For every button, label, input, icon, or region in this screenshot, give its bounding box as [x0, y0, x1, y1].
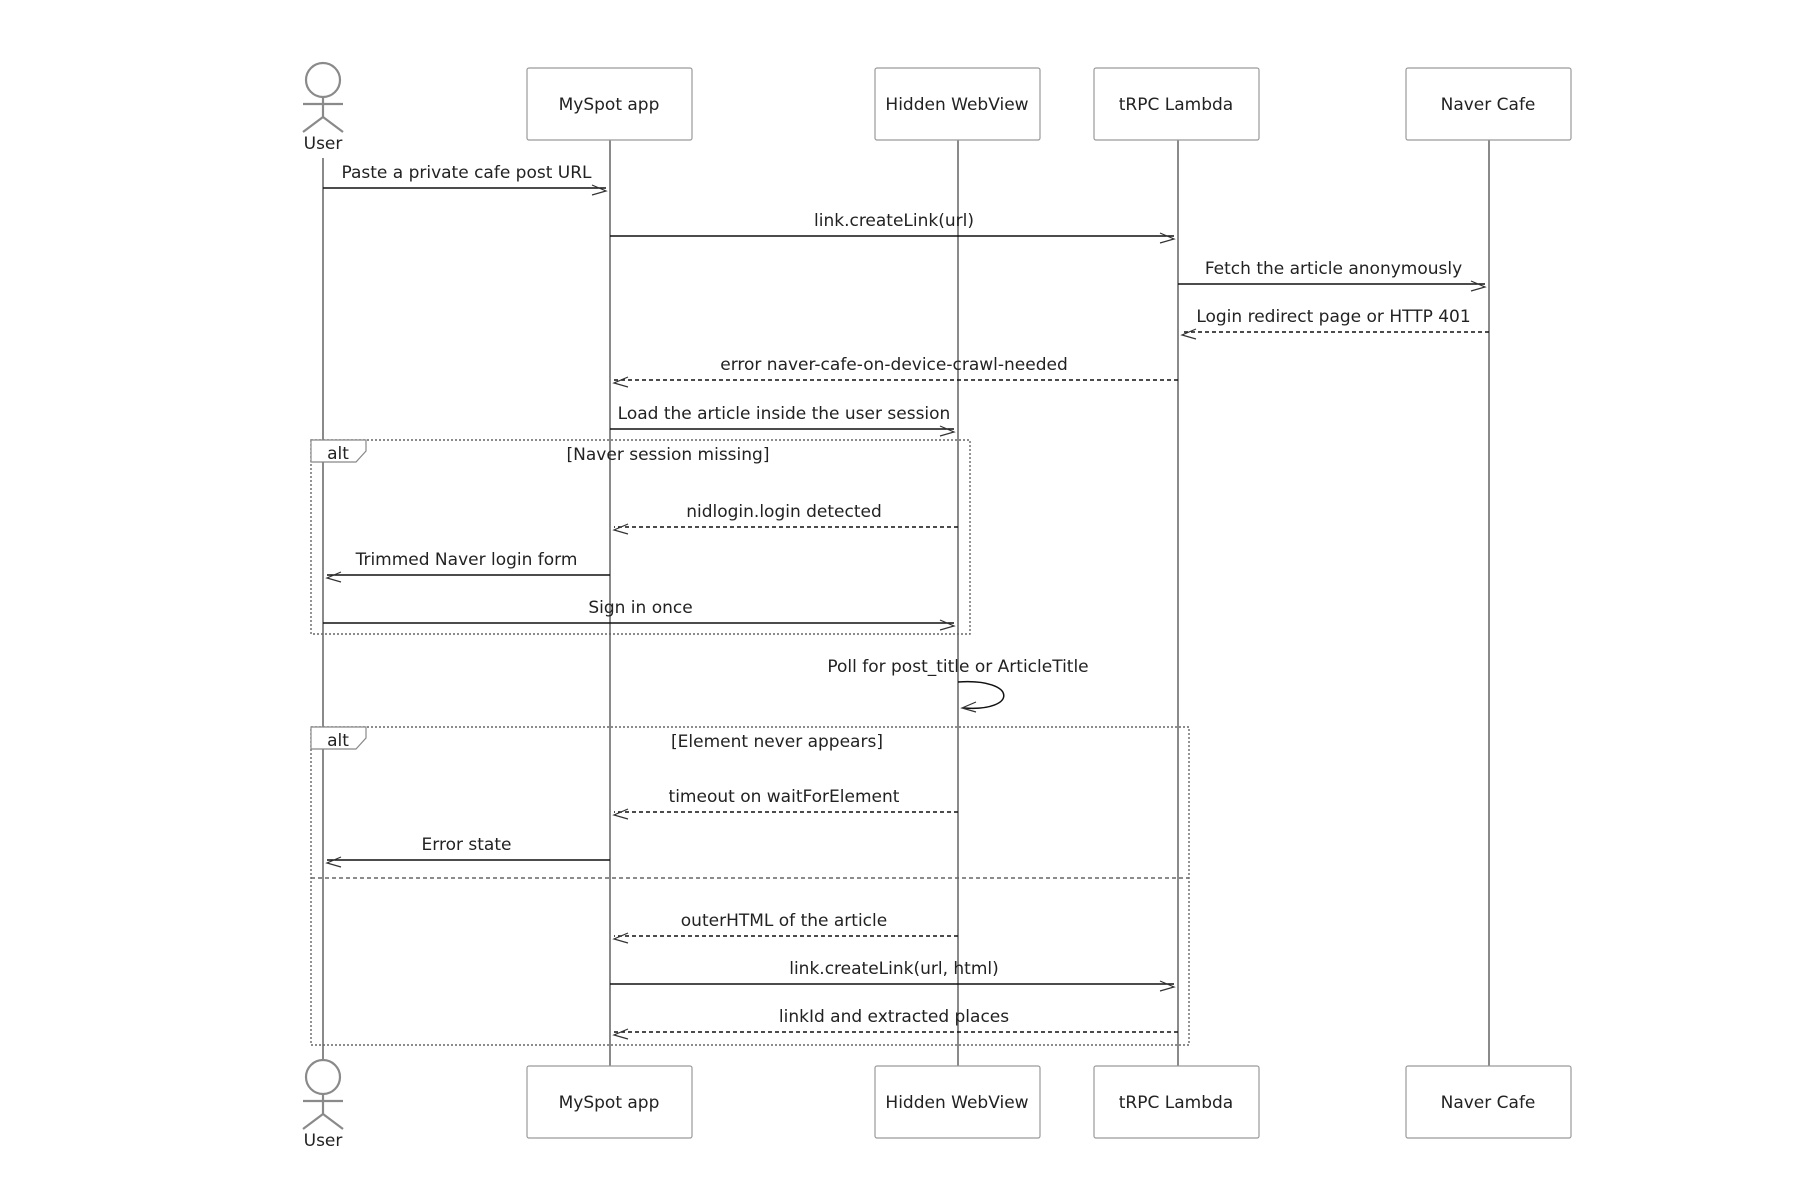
participant-label: Naver Cafe [1441, 1093, 1536, 1113]
message-label: link.createLink(url) [814, 211, 974, 231]
participant-label: MySpot app [559, 1093, 660, 1113]
fragment-condition: [Naver session missing] [567, 445, 770, 465]
message-label: nidlogin.login detected [686, 502, 882, 522]
fragment-condition: [Element never appears] [671, 732, 883, 752]
message-label: outerHTML of the article [681, 911, 887, 931]
participant-label: tRPC Lambda [1119, 95, 1233, 115]
participant-label: Hidden WebView [885, 1093, 1028, 1113]
message-2: link.createLink(url) [610, 211, 1176, 244]
participant-label: Hidden WebView [885, 95, 1028, 115]
message-10: Poll for post_title or ArticleTitle [827, 657, 1089, 713]
message-4: Login redirect page or HTTP 401 [1180, 307, 1489, 340]
actor-user-top: User [302, 61, 344, 154]
message-9: Sign in once [323, 598, 956, 631]
alt-fragment-element: alt [Element never appears] [310, 726, 1190, 1046]
message-15: linkId and extracted places [612, 1007, 1178, 1040]
participant-cafe-bottom: Naver Cafe [1405, 1065, 1572, 1139]
actor-user-bottom: User [302, 1058, 344, 1151]
message-13: outerHTML of the article [612, 911, 958, 944]
participant-cafe-top: Naver Cafe [1405, 67, 1572, 141]
message-label: Error state [422, 835, 512, 855]
participant-app-bottom: MySpot app [526, 1065, 693, 1139]
message-label: Login redirect page or HTTP 401 [1196, 307, 1470, 327]
message-8: Trimmed Naver login form [325, 550, 610, 583]
message-label: Load the article inside the user session [618, 404, 951, 424]
message-label: Poll for post_title or ArticleTitle [827, 657, 1088, 677]
participant-webview-bottom: Hidden WebView [874, 1065, 1041, 1139]
message-14: link.createLink(url, html) [610, 959, 1176, 992]
participant-label: User [304, 1131, 343, 1151]
message-6: Load the article inside the user session [610, 404, 956, 437]
message-3: Fetch the article anonymously [1178, 259, 1487, 292]
participant-webview-top: Hidden WebView [874, 67, 1041, 141]
message-label: error naver-cafe-on-device-crawl-needed [720, 355, 1068, 375]
participant-label: tRPC Lambda [1119, 1093, 1233, 1113]
message-label: link.createLink(url, html) [789, 959, 999, 979]
alt-fragment-session: alt [Naver session missing] [310, 439, 971, 635]
message-11: timeout on waitForElement [612, 787, 958, 820]
message-5: error naver-cafe-on-device-crawl-needed [612, 355, 1178, 388]
message-7: nidlogin.login detected [612, 502, 958, 535]
message-label: Sign in once [588, 598, 692, 618]
message-label: Paste a private cafe post URL [341, 163, 592, 183]
fragment-operator: alt [327, 444, 349, 464]
participant-lambda-bottom: tRPC Lambda [1093, 1065, 1260, 1139]
message-label: Trimmed Naver login form [355, 550, 578, 570]
message-label: timeout on waitForElement [669, 787, 900, 807]
participant-label: User [304, 134, 343, 154]
participant-lambda-top: tRPC Lambda [1093, 67, 1260, 141]
participant-app-top: MySpot app [526, 67, 693, 141]
message-label: linkId and extracted places [779, 1007, 1009, 1027]
participant-label: Naver Cafe [1441, 95, 1536, 115]
message-12: Error state [325, 835, 610, 868]
message-label: Fetch the article anonymously [1205, 259, 1462, 279]
message-1: Paste a private cafe post URL [323, 163, 608, 196]
participant-label: MySpot app [559, 95, 660, 115]
messages-group: Paste a private cafe post URL link.create… [323, 163, 1489, 1040]
fragment-operator: alt [327, 731, 349, 751]
